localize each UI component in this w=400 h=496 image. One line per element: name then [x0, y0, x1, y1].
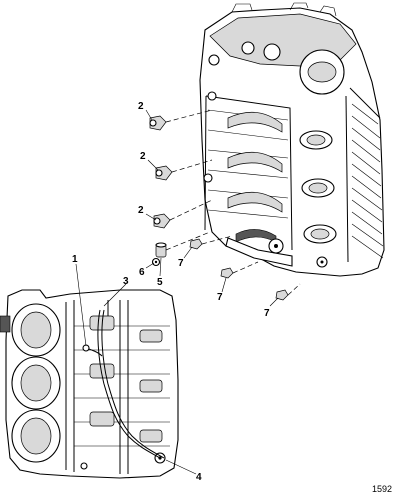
callout-1: 1	[72, 254, 78, 265]
callout-5: 5	[157, 277, 163, 288]
figure-number: 1592	[372, 484, 392, 494]
fitting-7-b	[220, 267, 234, 279]
fitting-5	[155, 242, 167, 258]
fitting-7-c	[275, 289, 289, 301]
callout-7-b: 7	[217, 292, 223, 303]
fitting-2-middle	[155, 165, 173, 181]
hose-assembly	[82, 300, 165, 459]
callout-6: 6	[139, 267, 145, 278]
leader-lines	[75, 109, 279, 475]
callout-labels: 1 2 2 2 3 4 5 6 7 7 7	[72, 101, 270, 483]
callout-2-middle: 2	[140, 151, 146, 162]
callout-7-c: 7	[264, 308, 270, 319]
fitting-6	[151, 257, 161, 267]
callout-2-upper: 2	[138, 101, 144, 112]
fitting-2-upper	[149, 115, 167, 131]
upper-engine-block	[199, 2, 385, 277]
fittings	[149, 115, 289, 301]
fitting-2-lower	[153, 213, 171, 229]
callout-2-lower: 2	[138, 205, 144, 216]
fitting-7-a	[189, 238, 203, 250]
assembly-lines	[165, 109, 301, 296]
lower-engine-block	[0, 289, 179, 479]
callout-3: 3	[123, 276, 129, 287]
callout-7-a: 7	[178, 258, 184, 269]
callout-4: 4	[196, 472, 202, 483]
